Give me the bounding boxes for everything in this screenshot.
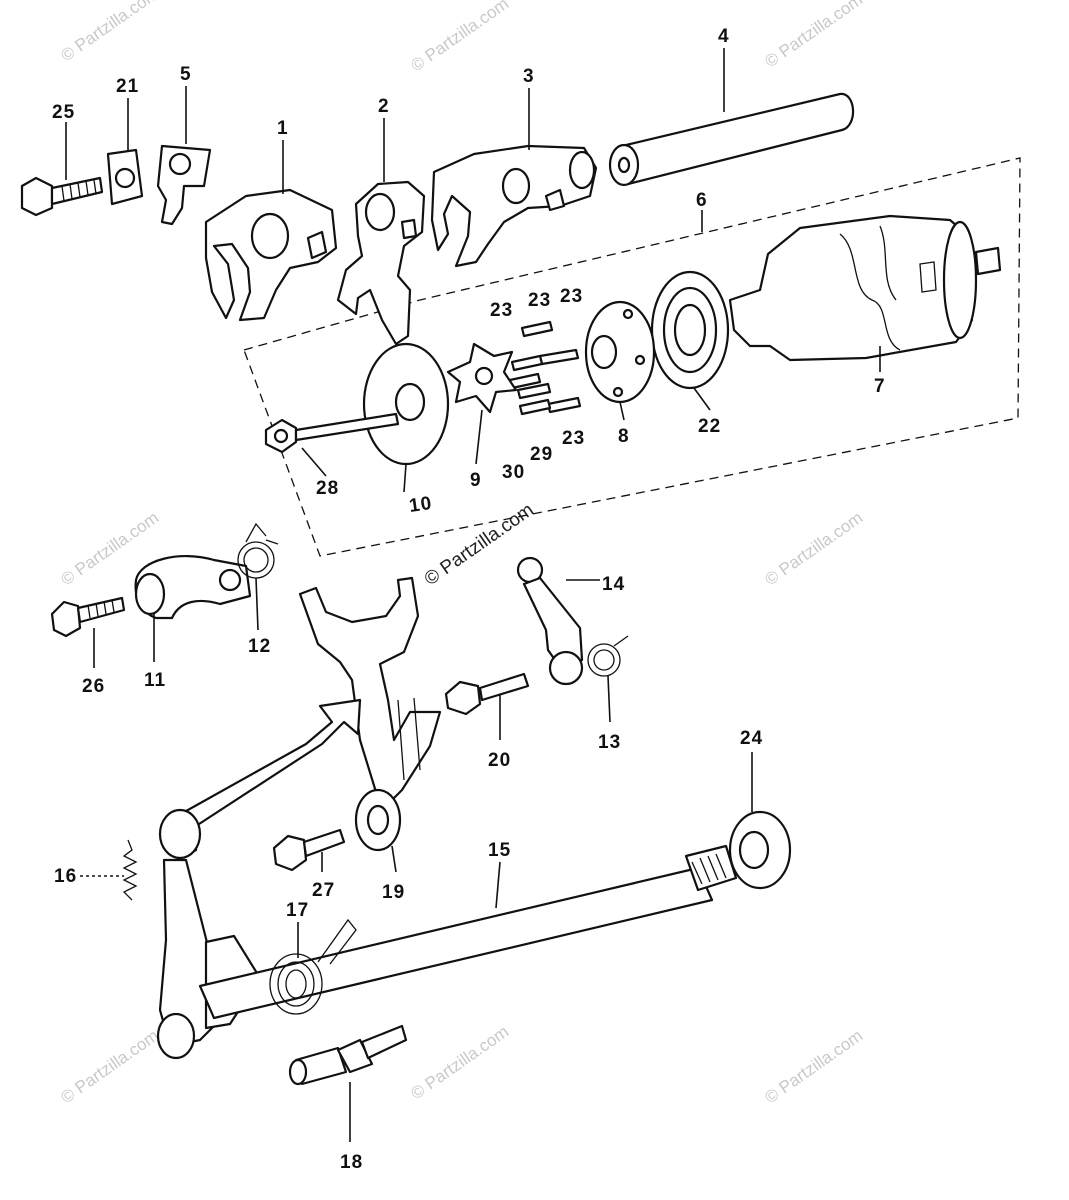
callout-25: 25 [52, 102, 75, 123]
part-15-shift-shaft[interactable] [198, 844, 738, 1020]
callout-20: 20 [488, 750, 511, 771]
callout-18: 18 [340, 1152, 363, 1173]
callout-9: 9 [470, 470, 482, 491]
callout-6: 6 [696, 190, 708, 211]
callout-30: 30 [502, 462, 525, 483]
callout-15: 15 [488, 840, 511, 861]
callout-4: 4 [718, 26, 730, 47]
part-22-bearing[interactable] [650, 270, 730, 390]
part-26-bolt[interactable] [50, 596, 126, 638]
callout-14: 14 [602, 574, 625, 595]
part-13-spring[interactable] [587, 635, 629, 677]
leader-lines [65, 48, 881, 1142]
part-2-shift-fork[interactable] [336, 180, 426, 346]
part-27-bolt[interactable] [272, 828, 346, 872]
callout-23: 23 [560, 286, 583, 307]
watermark-text: © Partzilla.com [407, 1022, 512, 1103]
part-18-pin[interactable] [288, 1024, 408, 1086]
callout-3: 3 [523, 66, 535, 87]
callout-7: 7 [874, 376, 886, 397]
callout-23: 23 [528, 290, 551, 311]
callout-16: 16 [54, 866, 77, 887]
callout-29: 29 [530, 444, 553, 465]
callout-1: 1 [277, 118, 289, 139]
part-23-pins[interactable] [510, 320, 582, 414]
part-28-bolt[interactable] [264, 412, 400, 454]
part-5-stopper-plate[interactable] [156, 144, 212, 226]
watermark-text: © Partzilla.com [57, 0, 162, 65]
callout-10: 10 [408, 493, 434, 517]
watermark-text: © Partzilla.com [761, 0, 866, 71]
callout-17: 17 [286, 900, 309, 921]
callout-22: 22 [698, 416, 721, 437]
part-16-spring[interactable] [122, 839, 138, 901]
part-14-arm[interactable] [516, 556, 584, 686]
callout-21: 21 [116, 76, 139, 97]
part-19-gear-shift-arm[interactable] [298, 576, 442, 852]
watermark-text: © Partzilla.com [57, 1026, 162, 1107]
watermark-text: © Partzilla.com [407, 0, 512, 75]
callout-27: 27 [312, 880, 335, 901]
callout-8: 8 [618, 426, 630, 447]
callout-labels: 25 21 5 1 2 3 4 6 7 22 8 10 9 28 30 29 2… [52, 26, 886, 1173]
callout-2: 2 [378, 96, 390, 117]
part-8-drum-center[interactable] [584, 300, 656, 404]
part-25-bolt[interactable] [20, 176, 104, 217]
part-24-oil-seal[interactable] [728, 810, 792, 890]
part-21-lock-plate[interactable] [106, 148, 144, 206]
callout-24: 24 [740, 728, 763, 749]
part-7-shift-drum[interactable] [728, 214, 1002, 362]
callout-26: 26 [82, 676, 105, 697]
part-20-bolt[interactable] [444, 672, 530, 716]
part-10-disc[interactable] [362, 342, 450, 466]
watermark-text: © Partzilla.com [761, 508, 866, 589]
part-4-fork-shaft[interactable] [608, 92, 855, 187]
callout-12: 12 [248, 636, 271, 657]
callout-13: 13 [598, 732, 621, 753]
watermark-text: © Partzilla.com [761, 1026, 866, 1107]
part-9-drum-stopper-plate[interactable] [446, 342, 518, 414]
part-11-arm[interactable] [134, 555, 252, 620]
callout-23: 23 [562, 428, 585, 449]
part-17-spring[interactable] [269, 918, 357, 1015]
callout-19: 19 [382, 882, 405, 903]
callout-11: 11 [144, 670, 166, 691]
part-1-shift-fork[interactable] [204, 188, 338, 322]
callout-5: 5 [180, 64, 192, 85]
part-3-shift-fork[interactable] [430, 144, 598, 268]
callout-23: 23 [490, 300, 513, 321]
callout-28: 28 [316, 478, 339, 499]
